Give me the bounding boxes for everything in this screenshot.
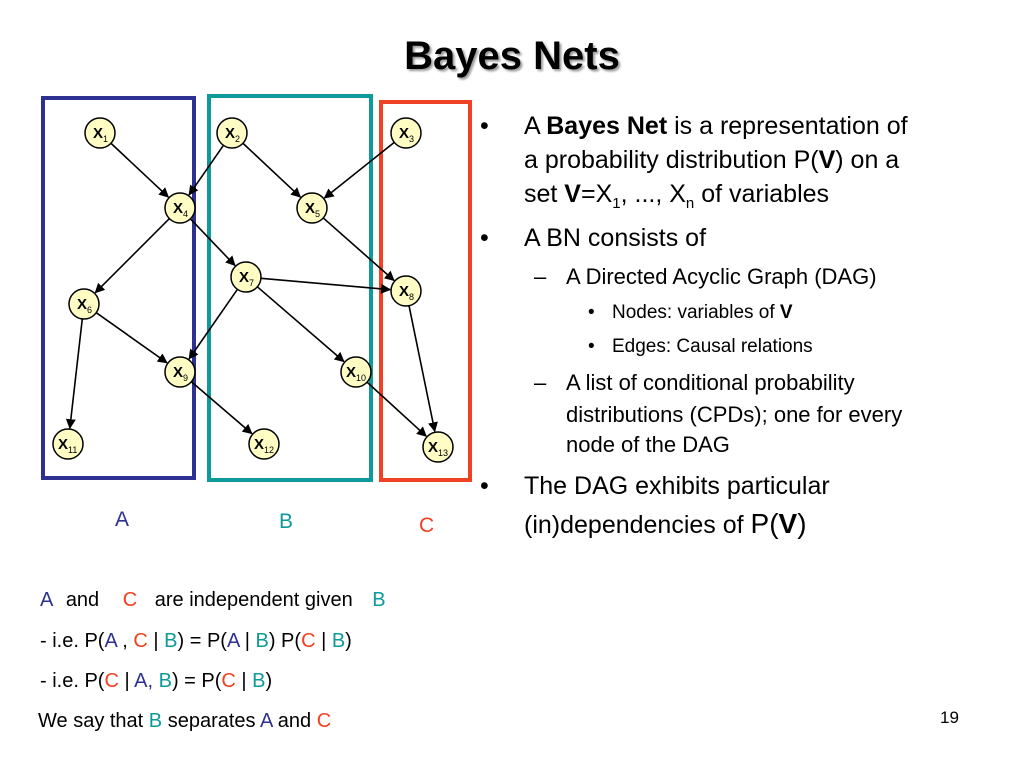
node-circle — [390, 275, 422, 307]
node-label: X9 — [173, 364, 188, 383]
bullet-1-line-3: set V=X1, ..., Xn of variables — [524, 180, 830, 212]
node-label: X5 — [305, 200, 320, 219]
statement-separates: We say that B separates A and C — [38, 710, 332, 732]
node-x2: X2 — [216, 117, 248, 149]
node-label: X11 — [58, 436, 77, 455]
node-circle — [216, 117, 248, 149]
bullet-2b-line-3: node of the DAG — [566, 432, 730, 457]
statement-ie-2: - i.e. P(C | A, B) = P(C | B) — [40, 670, 273, 692]
edge-x3-x5 — [323, 141, 395, 199]
node-label: X3 — [399, 125, 414, 144]
node-circle — [340, 356, 372, 388]
edge-x8-x13 — [408, 305, 438, 433]
node-label: X7 — [239, 269, 254, 288]
node-circle — [296, 192, 328, 224]
edge-x4-x7 — [189, 218, 236, 267]
node-x4: X4 — [164, 192, 196, 224]
bullet-marker: • — [480, 472, 489, 500]
group-b-box — [207, 94, 373, 482]
edge-x4-x6 — [94, 218, 170, 294]
edge-x7-x9 — [188, 288, 239, 360]
node-label: X6 — [77, 296, 92, 315]
node-label: X2 — [225, 125, 240, 144]
group-a-label: A — [115, 508, 130, 531]
group-c-label: C — [419, 514, 435, 537]
bullet-1-line-2: a probability distribution P(V) on a — [524, 146, 900, 174]
edge-x2-x5 — [242, 142, 302, 198]
node-x10: X10 — [340, 356, 372, 388]
node-label: X1 — [93, 125, 108, 144]
node-circle — [390, 117, 422, 149]
node-x6: X6 — [68, 288, 100, 320]
node-x3: X3 — [390, 117, 422, 149]
node-label: X4 — [173, 200, 188, 219]
node-x12: X12 — [248, 428, 280, 460]
node-circle — [248, 428, 280, 460]
node-x1: X1 — [84, 117, 116, 149]
node-x11: X11 — [52, 428, 84, 460]
node-circle — [230, 261, 262, 293]
node-label: X8 — [399, 283, 414, 302]
node-x8: X8 — [390, 275, 422, 307]
node-x9: X9 — [164, 356, 196, 388]
node-circle — [68, 288, 100, 320]
edge-x6-x11 — [65, 318, 84, 430]
edge-x10-x13 — [366, 381, 427, 437]
edge-x5-x8 — [322, 217, 395, 282]
edge-x1-x4 — [110, 142, 170, 198]
edge-x6-x9 — [95, 312, 168, 364]
edge-x9-x12 — [190, 381, 253, 435]
node-label: X13 — [428, 439, 448, 458]
node-label: X12 — [254, 436, 274, 455]
bullet-marker: • — [480, 112, 489, 140]
node-x5: X5 — [296, 192, 328, 224]
statement-ie-1: - i.e. P(A , C | B) = P(A | B) P(C | B) — [40, 630, 352, 652]
edge-x2-x4 — [188, 144, 225, 196]
slide-title: Bayes Nets — [404, 34, 620, 78]
edge-x7-x8 — [260, 277, 392, 294]
node-circle — [52, 428, 84, 460]
node-label: X10 — [346, 364, 366, 383]
node-circle — [422, 431, 454, 463]
bullet-3-line-2: (in)dependencies of P(V) — [524, 508, 807, 539]
group-b-label: B — [279, 510, 294, 533]
bullet-2b-line-2: distributions (CPDs); one for every — [566, 402, 903, 427]
page-number: 19 — [940, 708, 959, 727]
node-circle — [84, 117, 116, 149]
node-circle — [164, 192, 196, 224]
edge-x7-x10 — [256, 286, 345, 363]
bullet-marker: • — [480, 224, 489, 252]
statement-independence: A and C are independent given B — [40, 589, 386, 611]
node-x13: X13 — [422, 431, 454, 463]
node-x7: X7 — [230, 261, 262, 293]
group-a-box — [41, 96, 196, 480]
node-circle — [164, 356, 196, 388]
